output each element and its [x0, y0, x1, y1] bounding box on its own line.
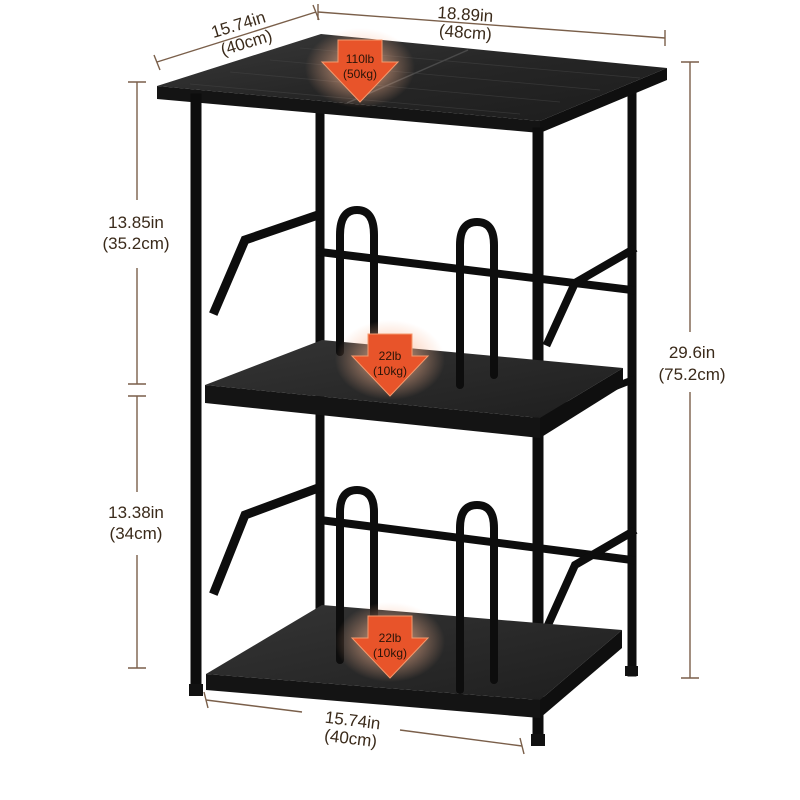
top-board-side-edge	[540, 68, 667, 133]
divider-upper-right	[456, 217, 498, 389]
top-board-front-edge	[157, 86, 540, 133]
divider-upper-left	[336, 205, 378, 359]
left-brace-upper	[209, 209, 324, 316]
dim-line-top-depth	[156, 11, 317, 63]
record-dividers	[336, 205, 498, 694]
foot-front-left	[189, 684, 203, 696]
load-arrow-middle: 22lb (10kg)	[335, 320, 445, 400]
arrow-down-icon	[350, 333, 430, 397]
load-arrow-top: 110lb (50kg)	[305, 28, 415, 108]
dim-total-height-cm: (75.2cm)	[658, 365, 725, 384]
load-top-kg: (50kg)	[343, 67, 377, 81]
load-arrow-bottom: 22lb (10kg)	[335, 602, 445, 682]
left-brace-lower	[209, 482, 324, 596]
dim-line-bottom-depth	[205, 699, 303, 713]
arrow-down-icon	[320, 39, 400, 103]
divider-lower-right	[456, 500, 498, 694]
bottom-shelf-side-edge	[540, 630, 622, 718]
foot-front-right	[531, 734, 545, 746]
dim-lower-height-cm: (34cm)	[110, 524, 163, 543]
foot-back-right	[625, 666, 638, 676]
back-rail-bottom	[315, 515, 637, 565]
load-top-lb: 110lb	[346, 52, 375, 66]
right-brace-lower	[542, 526, 638, 631]
load-middle-lb: 22lb	[379, 349, 402, 363]
right-brace-upper	[542, 244, 638, 348]
load-bottom-lb: 22lb	[379, 631, 402, 645]
dim-line-top-width	[317, 11, 666, 39]
load-bottom-kg: (10kg)	[373, 646, 407, 660]
dim-upper-height-cm: (35.2cm)	[102, 234, 169, 253]
middle-shelf-side-edge	[540, 368, 623, 438]
dim-top-width-cm: (48cm)	[438, 21, 492, 44]
bottom-shelf-front-edge	[206, 674, 540, 718]
divider-lower-left	[336, 485, 378, 664]
load-middle-kg: (10kg)	[373, 364, 407, 378]
arrow-down-icon	[350, 615, 430, 679]
dimension-lines	[128, 4, 699, 755]
middle-shelf-front-edge	[205, 385, 540, 438]
dim-top-width-in: 18.89in	[437, 3, 494, 26]
dim-total-height-in: 29.6in	[669, 343, 715, 362]
dim-upper-height-in: 13.85in	[108, 213, 164, 232]
dim-lower-height-in: 13.38in	[108, 503, 164, 522]
back-rail-middle	[315, 247, 637, 295]
